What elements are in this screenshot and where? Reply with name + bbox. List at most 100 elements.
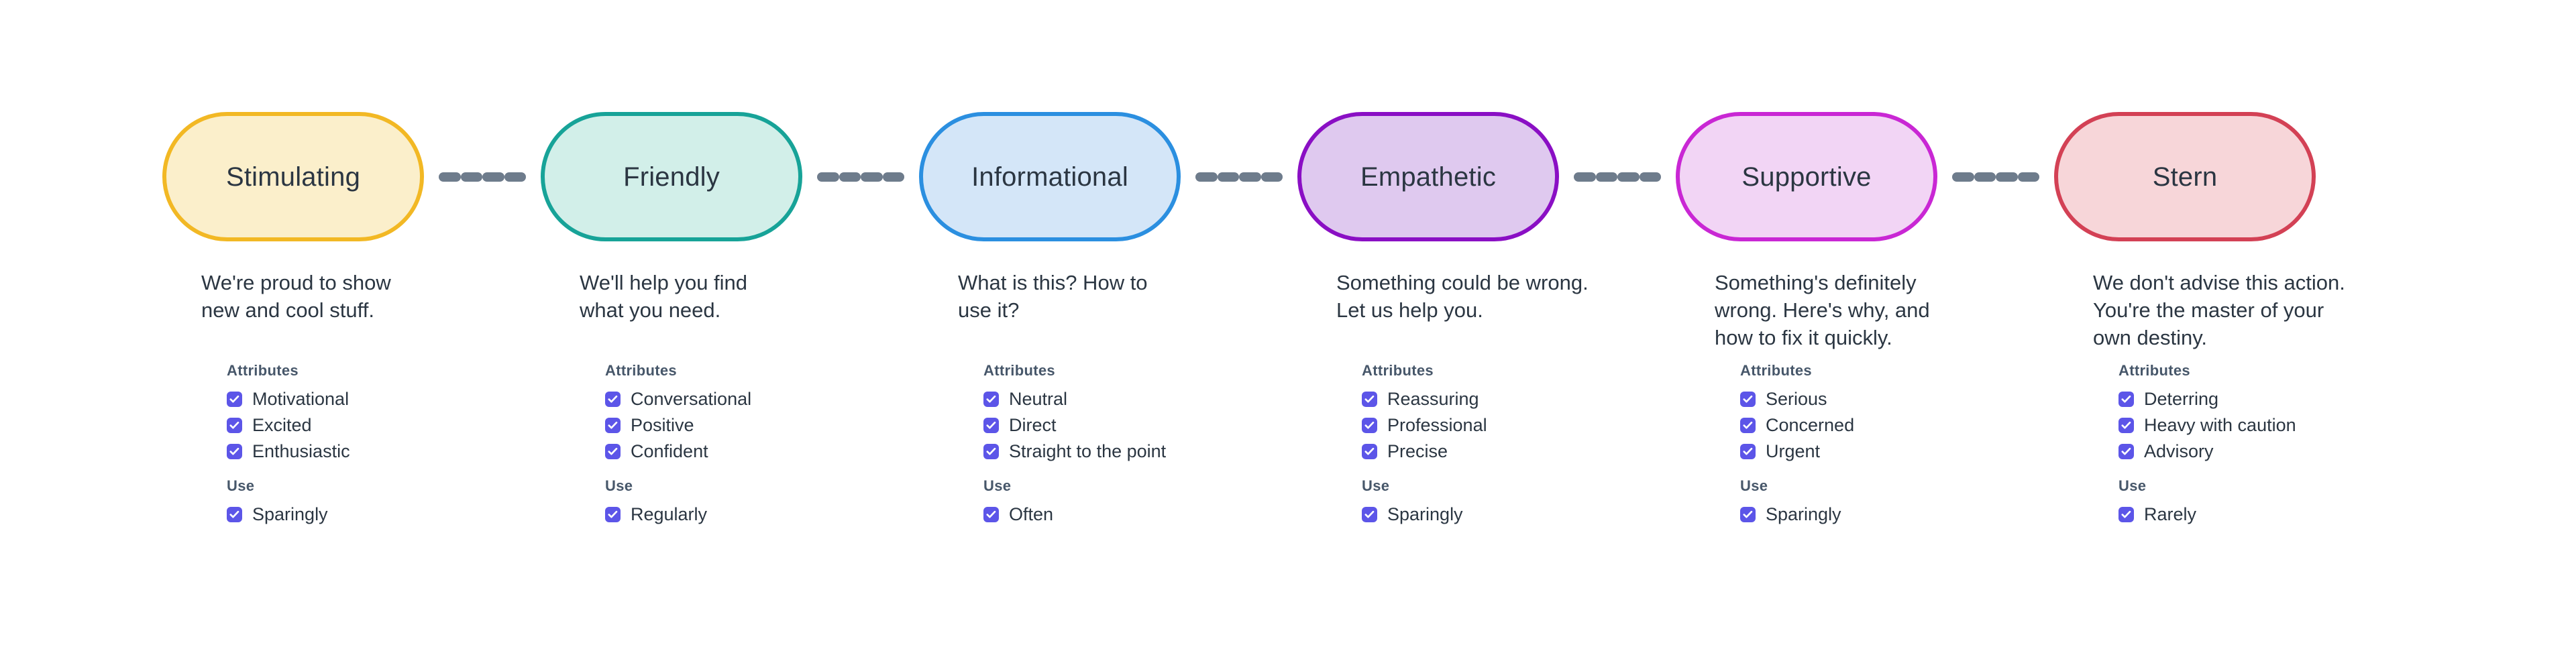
attributes-heading: Attributes: [605, 362, 677, 379]
connector-dash: [1574, 172, 1596, 182]
tone-pill-supportive[interactable]: Supportive: [1676, 112, 1937, 241]
tone-pill-stern[interactable]: Stern: [2054, 112, 2316, 241]
use-heading: Use: [227, 477, 255, 494]
use-item[interactable]: Sparingly: [1740, 503, 2022, 526]
attributes-item[interactable]: Neutral: [983, 388, 1265, 410]
check-icon[interactable]: [2118, 417, 2134, 433]
attributes-item-label: Reassuring: [1387, 388, 1479, 409]
tone-description-line: how to fix it quickly.: [1715, 326, 1892, 349]
connector-dash: [1974, 172, 1996, 182]
attributes-item[interactable]: Professional: [1362, 414, 1644, 436]
check-icon[interactable]: [1740, 443, 1756, 459]
connector-dash: [1217, 172, 1239, 182]
tone-description-line: What is this? How to: [958, 271, 1148, 294]
attributes-item-label: Serious: [1766, 388, 1827, 409]
check-icon[interactable]: [227, 417, 242, 433]
check-icon[interactable]: [1740, 391, 1756, 407]
tone-pill-label: Stern: [2152, 162, 2218, 192]
check-icon[interactable]: [1740, 417, 1756, 433]
check-icon[interactable]: [605, 417, 621, 433]
use-item-label: Often: [1009, 504, 1054, 524]
attributes-item[interactable]: Advisory: [2118, 440, 2400, 463]
check-icon[interactable]: [2118, 506, 2134, 522]
attributes-item-label: Enthusiastic: [252, 440, 350, 461]
attributes-item[interactable]: Confident: [605, 440, 887, 463]
attributes-item-label: Excited: [252, 414, 312, 435]
attributes-item-label: Conversational: [631, 388, 752, 409]
connector-dash: [1260, 172, 1283, 182]
tone-description-line: Something's definitely: [1715, 271, 1917, 294]
attributes-heading: Attributes: [1740, 362, 1812, 379]
connector-dashed: [1195, 170, 1283, 184]
use-heading: Use: [1740, 477, 1768, 494]
connector-dash: [482, 172, 504, 182]
use-heading: Use: [1362, 477, 1390, 494]
use-item[interactable]: Rarely: [2118, 503, 2400, 526]
tone-description-line: You're the master of your: [2093, 298, 2324, 322]
attributes-item-label: Heavy with caution: [2144, 414, 2296, 435]
check-icon[interactable]: [227, 391, 242, 407]
attributes-item[interactable]: Deterring: [2118, 388, 2400, 410]
attributes-item[interactable]: Heavy with caution: [2118, 414, 2400, 436]
use-item[interactable]: Sparingly: [227, 503, 508, 526]
attributes-item[interactable]: Conversational: [605, 388, 887, 410]
check-icon[interactable]: [227, 506, 242, 522]
connector-dash: [1639, 172, 1661, 182]
check-icon[interactable]: [605, 443, 621, 459]
attributes-heading: Attributes: [2118, 362, 2190, 379]
check-icon[interactable]: [983, 443, 999, 459]
use-item[interactable]: Sparingly: [1362, 503, 1644, 526]
check-icon[interactable]: [605, 506, 621, 522]
tone-description: We don't advise this action.You're the m…: [2093, 269, 2361, 351]
attributes-item[interactable]: Precise: [1362, 440, 1644, 463]
check-icon[interactable]: [605, 391, 621, 407]
tone-pill-label: Stimulating: [225, 162, 361, 192]
attributes-item[interactable]: Serious: [1740, 388, 2022, 410]
attributes-item[interactable]: Concerned: [1740, 414, 2022, 436]
attributes-item[interactable]: Direct: [983, 414, 1265, 436]
attributes-item[interactable]: Positive: [605, 414, 887, 436]
check-icon[interactable]: [1362, 391, 1377, 407]
attributes-item[interactable]: Urgent: [1740, 440, 2022, 463]
tone-pill-informational[interactable]: Informational: [919, 112, 1181, 241]
check-icon[interactable]: [983, 506, 999, 522]
tone-description-line: own destiny.: [2093, 326, 2208, 349]
use-item[interactable]: Regularly: [605, 503, 887, 526]
connector-dash: [2017, 172, 2039, 182]
tone-pill-empathetic[interactable]: Empathetic: [1297, 112, 1559, 241]
tone-pill-stimulating[interactable]: Stimulating: [162, 112, 424, 241]
attributes-item[interactable]: Enthusiastic: [227, 440, 508, 463]
attributes-item[interactable]: Motivational: [227, 388, 508, 410]
check-icon[interactable]: [1362, 417, 1377, 433]
attributes-item[interactable]: Excited: [227, 414, 508, 436]
check-icon[interactable]: [1740, 506, 1756, 522]
connector-dash: [817, 172, 839, 182]
tone-pill-friendly[interactable]: Friendly: [541, 112, 802, 241]
connector-dash: [1617, 172, 1640, 182]
check-icon[interactable]: [1362, 506, 1377, 522]
tone-description-line: We'll help you find: [580, 271, 748, 294]
attributes-item[interactable]: Reassuring: [1362, 388, 1644, 410]
use-heading: Use: [2118, 477, 2147, 494]
connector-dash: [460, 172, 482, 182]
check-icon[interactable]: [983, 417, 999, 433]
check-icon[interactable]: [983, 391, 999, 407]
check-icon[interactable]: [2118, 391, 2134, 407]
tone-description-line: use it?: [958, 298, 1020, 322]
connector-dash: [839, 172, 861, 182]
check-icon[interactable]: [2118, 443, 2134, 459]
check-icon[interactable]: [227, 443, 242, 459]
attributes-item-label: Professional: [1387, 414, 1487, 435]
use-item[interactable]: Often: [983, 503, 1265, 526]
attributes-item[interactable]: Straight to the point: [983, 440, 1265, 463]
check-icon[interactable]: [1362, 443, 1377, 459]
